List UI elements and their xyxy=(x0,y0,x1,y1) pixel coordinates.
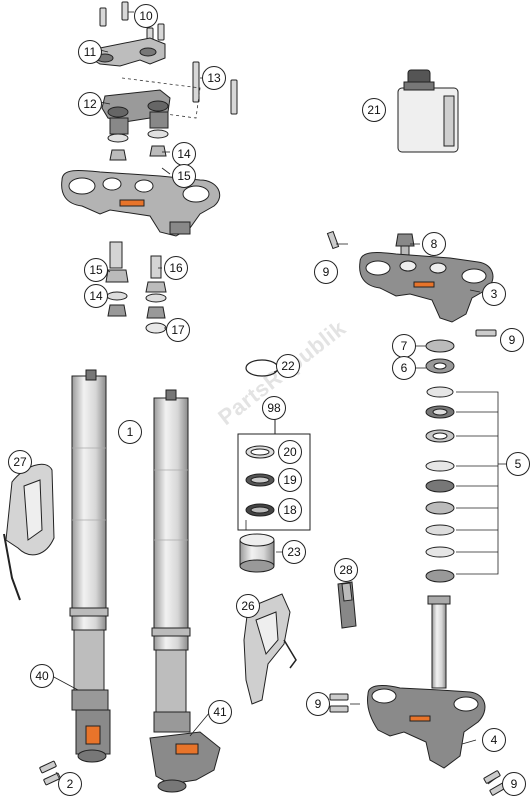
callout-19: 19 xyxy=(278,468,302,492)
callout-11: 11 xyxy=(78,40,102,64)
callout-20: 20 xyxy=(278,440,302,464)
callout-9-bottom: 9 xyxy=(502,772,526,796)
callout-41: 41 xyxy=(208,700,232,724)
callout-27: 27 xyxy=(8,450,32,474)
callout-15: 15 xyxy=(172,164,196,188)
callout-5: 5 xyxy=(506,452,530,476)
strip-28 xyxy=(337,581,357,629)
handlebar-clamp-bolts xyxy=(99,1,165,45)
callout-9-lower-left: 9 xyxy=(306,692,330,716)
fork-leg-right xyxy=(149,389,221,793)
callout-23: 23 xyxy=(282,540,306,564)
callout-40: 40 xyxy=(30,664,54,688)
bolts-9-lower xyxy=(329,693,507,796)
callout-22: 22 xyxy=(276,354,300,378)
o-ring-22 xyxy=(245,359,279,377)
callout-15-lower: 15 xyxy=(84,258,108,282)
callout-18: 18 xyxy=(278,498,302,522)
bolt-9-upper xyxy=(326,230,340,250)
stem-spacers-left xyxy=(105,241,167,334)
washers-14-15 xyxy=(107,129,169,161)
callout-6: 6 xyxy=(392,356,416,380)
fork-guard-27 xyxy=(3,463,55,601)
callout-13: 13 xyxy=(202,66,226,90)
callout-16: 16 xyxy=(164,256,188,280)
callout-9-top: 9 xyxy=(314,260,338,284)
oil-bottle xyxy=(397,69,459,153)
callout-17: 17 xyxy=(166,318,190,342)
steering-stem xyxy=(427,595,451,689)
fork-guard-26 xyxy=(243,593,297,705)
callout-8: 8 xyxy=(422,232,446,256)
seal-kit-parts xyxy=(245,445,275,517)
callout-26: 26 xyxy=(236,594,260,618)
bolt-9-mid xyxy=(475,329,497,337)
callout-7: 7 xyxy=(392,334,416,358)
callout-14-lower: 14 xyxy=(84,284,108,308)
callout-12: 12 xyxy=(78,92,102,116)
callout-10: 10 xyxy=(134,4,158,28)
callout-1: 1 xyxy=(118,420,142,444)
upper-triple-clamp-right xyxy=(359,251,494,323)
bolts-2 xyxy=(39,760,61,786)
bearing-stack xyxy=(425,339,455,583)
callout-2: 2 xyxy=(58,772,82,796)
handlebar-clamp-lower xyxy=(101,89,171,135)
callout-98: 98 xyxy=(262,396,286,420)
callout-4: 4 xyxy=(482,728,506,752)
callout-28: 28 xyxy=(334,558,358,582)
lower-triple-clamp xyxy=(367,685,486,769)
leader-lines-right xyxy=(336,243,481,369)
callout-9-right: 9 xyxy=(500,328,524,352)
bearing-bracket-5 xyxy=(456,391,508,575)
callout-3: 3 xyxy=(482,282,506,306)
upper-triple-clamp xyxy=(61,169,221,237)
callout-14: 14 xyxy=(172,142,196,166)
bolts-13 xyxy=(192,61,238,115)
bolt-8 xyxy=(395,233,415,261)
fork-leg-left xyxy=(69,369,111,763)
bushing-23 xyxy=(239,533,275,573)
callout-21: 21 xyxy=(362,98,386,122)
